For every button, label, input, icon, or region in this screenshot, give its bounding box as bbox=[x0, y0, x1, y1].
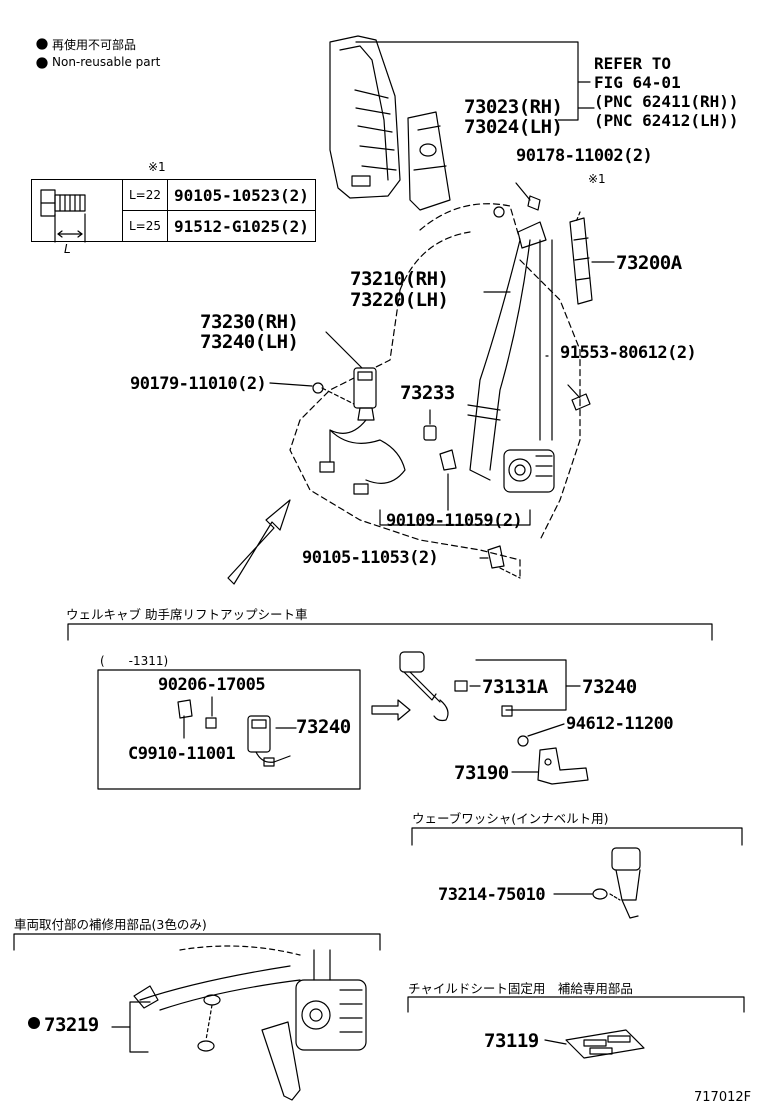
non-reusable-dot-icon bbox=[36, 38, 48, 50]
part-90105[interactable]: 90105-11053(2) bbox=[302, 548, 439, 568]
part-73240-welcab-a[interactable]: 73240 bbox=[296, 716, 351, 738]
wave-washer-icon bbox=[592, 888, 608, 900]
part-C9910[interactable]: C9910-11001 bbox=[128, 744, 236, 764]
direction-arrow-icon bbox=[227, 499, 291, 585]
part-73023[interactable]: 73023(RH) bbox=[464, 96, 563, 118]
section-title-wave-washer: ウェーブワッシャ(インナベルト用) bbox=[412, 811, 609, 826]
part-73214[interactable]: 73214-75010 bbox=[438, 885, 546, 905]
figure-id: 717012F bbox=[694, 1090, 752, 1105]
part-90206[interactable]: 90206-17005 bbox=[158, 675, 266, 695]
bracket-73190-shape bbox=[537, 747, 589, 785]
nut-icon bbox=[501, 705, 513, 717]
table-row: L=22 90105-10523(2) bbox=[31, 179, 316, 242]
repair-floor-shape bbox=[133, 945, 301, 1011]
nut-icon bbox=[205, 717, 217, 729]
child-seat-anchor-shape bbox=[565, 1029, 645, 1059]
bolt-part-number[interactable]: 91512-G1025(2) bbox=[167, 210, 316, 242]
part-73210[interactable]: 73210(RH) bbox=[350, 268, 449, 290]
bolt-icon bbox=[487, 545, 505, 569]
legend-jp: 再使用不可部品 bbox=[52, 38, 137, 52]
part-91553[interactable]: 91553-80612(2) bbox=[560, 343, 697, 363]
legend-en: Non-reusable part bbox=[52, 55, 161, 69]
bolt-icon bbox=[527, 195, 541, 211]
bolt-length: L=25 bbox=[121, 210, 169, 242]
transition-arrow-icon bbox=[371, 699, 411, 721]
bolt-table-note: ※1 bbox=[148, 160, 166, 174]
non-reusable-dot-icon bbox=[36, 57, 48, 69]
part-90179[interactable]: 90179-11010(2) bbox=[130, 374, 267, 394]
refer-line-4[interactable]: (PNC 62412(LH)) bbox=[594, 111, 739, 130]
welcab-buckle-2-shape bbox=[399, 651, 449, 722]
part-73024[interactable]: 73024(LH) bbox=[464, 116, 563, 138]
bolt-length-table: L=22 90105-10523(2) L=25 91512-G1025(2) bbox=[31, 179, 316, 242]
connector-icon bbox=[319, 461, 335, 473]
part-94612[interactable]: 94612-11200 bbox=[566, 714, 674, 734]
part-73190[interactable]: 73190 bbox=[454, 762, 509, 784]
clip-icon bbox=[454, 680, 468, 692]
bolt-image-cell bbox=[31, 179, 123, 242]
buckle-shape bbox=[353, 367, 377, 421]
shoulder-adjuster-shape bbox=[569, 217, 593, 305]
retractor-shape bbox=[503, 449, 555, 493]
part-73219[interactable]: 73219 bbox=[44, 1014, 99, 1036]
welcab-date-range: ( -1311) bbox=[100, 654, 169, 668]
part-73119[interactable]: 73119 bbox=[484, 1030, 539, 1052]
non-reusable-dot-icon bbox=[28, 1017, 40, 1029]
repair-retractor-shape bbox=[295, 949, 367, 1051]
cap-icon bbox=[197, 1040, 215, 1052]
part-73233[interactable]: 73233 bbox=[400, 382, 455, 404]
part-73131A[interactable]: 73131A bbox=[482, 676, 548, 698]
part-73240-welcab-b[interactable]: 73240 bbox=[582, 676, 637, 698]
part-73200A[interactable]: 73200A bbox=[616, 252, 682, 274]
table-row: L=25 91512-G1025(2) bbox=[32, 210, 316, 242]
seat-belt-webbing-shape bbox=[467, 239, 553, 481]
connector-icon bbox=[353, 483, 369, 495]
wave-washer-buckle-shape bbox=[611, 847, 641, 919]
bolt-icon bbox=[571, 393, 591, 411]
section-title-repair: 車両取付部の補修用部品(3色のみ) bbox=[14, 917, 207, 932]
refer-line-2[interactable]: FIG 64-01 bbox=[594, 73, 681, 92]
bolt-part-number[interactable]: 90105-10523(2) bbox=[167, 179, 316, 211]
part-90109[interactable]: 90109-11059(2) bbox=[386, 511, 523, 531]
part-73230[interactable]: 73230(RH) bbox=[200, 311, 299, 333]
refer-line-3[interactable]: (PNC 62411(RH)) bbox=[594, 92, 739, 111]
nut-icon bbox=[493, 206, 505, 218]
bolt-icon bbox=[439, 449, 457, 471]
bolt-length: L=22 bbox=[121, 179, 169, 211]
cap-icon bbox=[203, 994, 221, 1006]
clip-icon bbox=[423, 425, 437, 441]
part-note-1: ※1 bbox=[588, 172, 606, 186]
pillar-garnish-shape bbox=[329, 35, 401, 199]
section-title-welcab: ウェルキャブ 助手席リフトアップシート車 bbox=[66, 607, 308, 622]
part-90178[interactable]: 90178-11002(2) bbox=[516, 146, 653, 166]
bolt-dim-label: L bbox=[64, 242, 71, 256]
welcab-buckle-shape bbox=[247, 715, 291, 767]
pillar-trim-lower-shape bbox=[407, 111, 451, 211]
part-73240-lh[interactable]: 73240(LH) bbox=[200, 331, 299, 353]
part-73220[interactable]: 73220(LH) bbox=[350, 289, 449, 311]
nut-icon bbox=[517, 735, 529, 747]
section-title-child-seat: チャイルドシート固定用 補給専用部品 bbox=[408, 981, 633, 996]
refer-line-1: REFER TO bbox=[594, 54, 672, 73]
welcab-bolt-icon bbox=[177, 699, 193, 739]
